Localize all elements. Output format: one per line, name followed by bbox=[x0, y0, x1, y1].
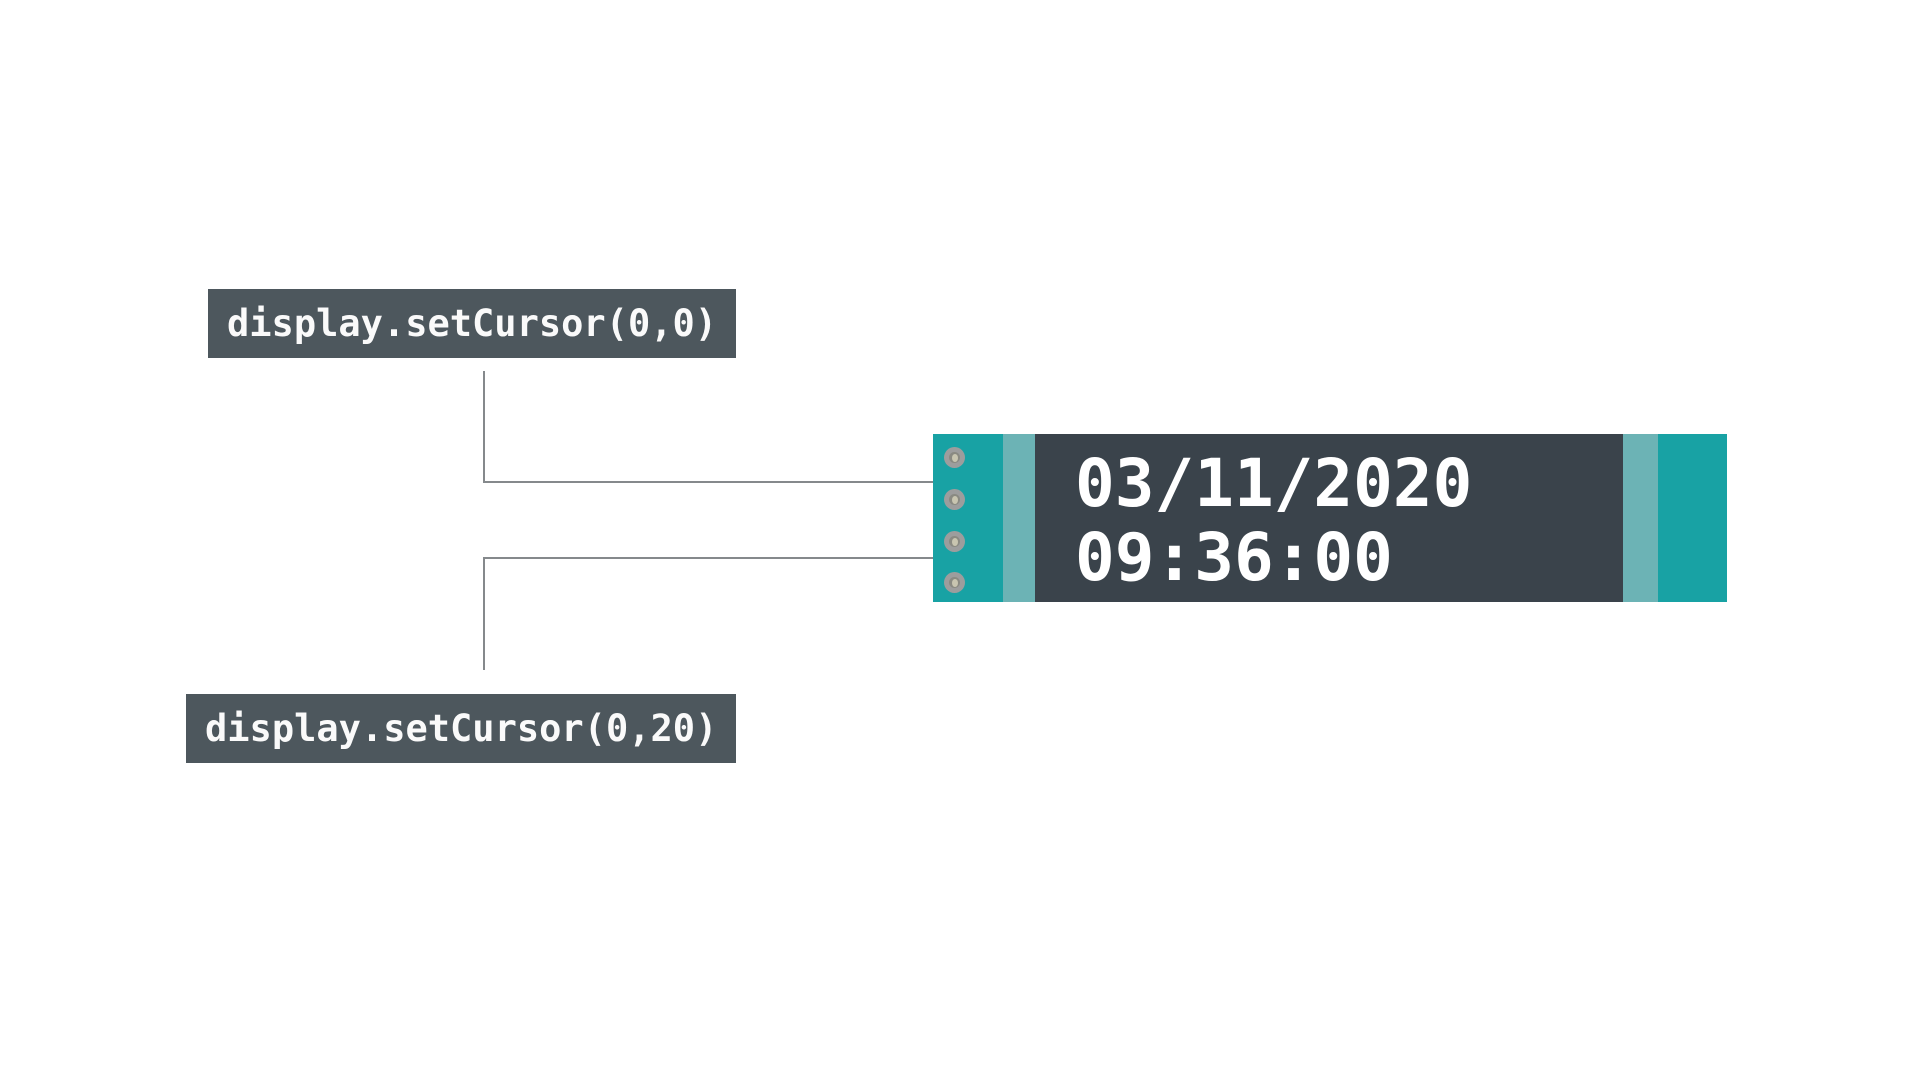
module-left-teal-strip bbox=[933, 434, 1003, 602]
module-right-teal-strip bbox=[1658, 434, 1727, 602]
code-label-setcursor-0-20: display.setCursor(0,20) bbox=[186, 694, 737, 763]
screw-icon bbox=[944, 572, 965, 593]
connector-bottom-horizontal-line bbox=[483, 557, 1037, 559]
screen-line-2: 09:36:00 bbox=[1075, 519, 1393, 596]
code-label-setcursor-0-0: display.setCursor(0,0) bbox=[208, 289, 737, 358]
code-label-top-text: display.setCursor(0,0) bbox=[227, 302, 718, 345]
screw-icon bbox=[944, 447, 965, 468]
module-left-light-strip bbox=[1003, 434, 1035, 602]
display-module: 03/11/2020 09:36:00 bbox=[933, 434, 1727, 602]
connector-top-horizontal-line bbox=[483, 481, 1003, 483]
module-right-light-strip bbox=[1623, 434, 1658, 602]
screen-text-block: 03/11/2020 09:36:00 bbox=[1075, 447, 1623, 595]
connector-bottom-vertical-line bbox=[483, 557, 485, 670]
screw-icon bbox=[944, 489, 965, 510]
code-label-bottom-text: display.setCursor(0,20) bbox=[205, 707, 718, 750]
screen-line-1: 03/11/2020 bbox=[1075, 445, 1473, 522]
connector-top-vertical-line bbox=[483, 371, 485, 481]
screw-icon bbox=[944, 531, 965, 552]
display-screen: 03/11/2020 09:36:00 bbox=[1035, 434, 1623, 602]
